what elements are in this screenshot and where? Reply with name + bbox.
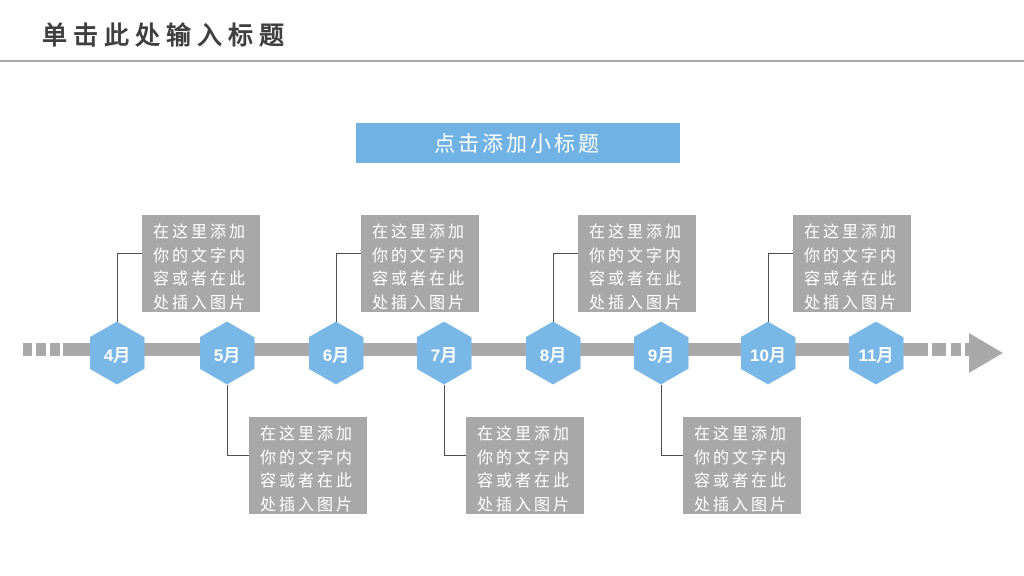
placeholder-text-box[interactable]: 在这里添加你的文字内容或者在此处插入图片 <box>249 417 367 514</box>
month-label: 5月 <box>213 345 241 365</box>
placeholder-text-line: 处插入图片 <box>804 294 900 312</box>
placeholder-text-line: 在这里添加 <box>153 224 249 241</box>
placeholder-text-line: 处插入图片 <box>589 294 685 312</box>
placeholder-text-line: 你的文字内 <box>153 247 249 265</box>
placeholder-text-line: 你的文字内 <box>804 247 900 265</box>
title-divider <box>0 60 1024 62</box>
timeline-dash <box>50 343 60 356</box>
placeholder-text-line: 处插入图片 <box>372 294 468 312</box>
timeline-hexagon[interactable]: 7月 <box>416 321 472 385</box>
page-title[interactable]: 单击此处输入标题 <box>42 22 291 50</box>
placeholder-text-box[interactable]: 在这里添加你的文字内容或者在此处插入图片 <box>683 417 801 514</box>
placeholder-text-line: 处插入图片 <box>260 496 356 514</box>
placeholder-text-box[interactable]: 在这里添加你的文字内容或者在此处插入图片 <box>793 215 911 312</box>
placeholder-text-line: 容或者在此 <box>153 271 249 288</box>
month-label: 7月 <box>430 345 458 365</box>
connector-line <box>444 455 466 456</box>
placeholder-text-line: 处插入图片 <box>477 496 573 514</box>
placeholder-text-line: 容或者在此 <box>260 473 356 490</box>
month-label: 4月 <box>103 345 131 365</box>
month-label: 8月 <box>539 345 567 365</box>
timeline-hexagon[interactable]: 9月 <box>633 321 689 385</box>
connector-line <box>768 253 769 322</box>
timeline-hexagon[interactable]: 10月 <box>740 321 796 385</box>
placeholder-text-line: 在这里添加 <box>260 426 356 443</box>
placeholder-text-line: 你的文字内 <box>477 449 573 467</box>
placeholder-text-box[interactable]: 在这里添加你的文字内容或者在此处插入图片 <box>142 215 260 312</box>
placeholder-text-line: 在这里添加 <box>589 224 685 241</box>
connector-line <box>227 384 228 455</box>
connector-line <box>661 455 683 456</box>
month-label: 10月 <box>750 345 786 365</box>
connector-line <box>553 253 554 322</box>
connector-line <box>117 253 118 322</box>
placeholder-text-line: 在这里添加 <box>477 426 573 443</box>
placeholder-text-box[interactable]: 在这里添加你的文字内容或者在此处插入图片 <box>466 417 584 514</box>
timeline-dash <box>932 343 946 356</box>
connector-line <box>336 253 337 322</box>
connector-line <box>661 384 662 455</box>
placeholder-text-line: 容或者在此 <box>804 271 900 288</box>
timeline-dash <box>36 343 46 356</box>
connector-line <box>768 253 793 254</box>
placeholder-text-line: 处插入图片 <box>694 496 790 514</box>
timeline-hexagon[interactable]: 4月 <box>89 321 145 385</box>
placeholder-text-line: 在这里添加 <box>372 224 468 241</box>
placeholder-text-line: 处插入图片 <box>153 294 249 312</box>
subtitle-box[interactable]: 点击添加小标题 <box>356 123 680 163</box>
timeline-dash <box>965 343 970 356</box>
timeline-dash <box>23 343 32 356</box>
placeholder-text-line: 在这里添加 <box>804 224 900 241</box>
month-label: 11月 <box>858 345 894 365</box>
month-label: 9月 <box>647 345 675 365</box>
timeline-hexagon[interactable]: 11月 <box>848 321 904 385</box>
timeline-hexagon[interactable]: 8月 <box>525 321 581 385</box>
placeholder-text-line: 你的文字内 <box>589 247 685 265</box>
connector-line <box>336 253 361 254</box>
placeholder-text-box[interactable]: 在这里添加你的文字内容或者在此处插入图片 <box>361 215 479 312</box>
placeholder-text-line: 容或者在此 <box>477 473 573 490</box>
connector-line <box>117 253 142 254</box>
placeholder-text-line: 在这里添加 <box>694 426 790 443</box>
placeholder-text-line: 你的文字内 <box>260 449 356 467</box>
timeline-hexagon[interactable]: 5月 <box>199 321 255 385</box>
connector-line <box>444 384 445 455</box>
subtitle-label: 点击添加小标题 <box>434 133 602 156</box>
timeline-hexagon[interactable]: 6月 <box>308 321 364 385</box>
arrow-right-icon <box>969 333 1003 373</box>
connector-line <box>227 455 249 456</box>
timeline-bar <box>63 343 928 356</box>
placeholder-text-line: 容或者在此 <box>589 271 685 288</box>
connector-line <box>553 253 578 254</box>
month-label: 6月 <box>322 345 350 365</box>
placeholder-text-line: 你的文字内 <box>372 247 468 265</box>
placeholder-text-line: 容或者在此 <box>372 271 468 288</box>
timeline-dash <box>951 343 961 356</box>
placeholder-text-box[interactable]: 在这里添加你的文字内容或者在此处插入图片 <box>578 215 696 312</box>
placeholder-text-line: 容或者在此 <box>694 473 790 490</box>
placeholder-text-line: 你的文字内 <box>694 449 790 467</box>
